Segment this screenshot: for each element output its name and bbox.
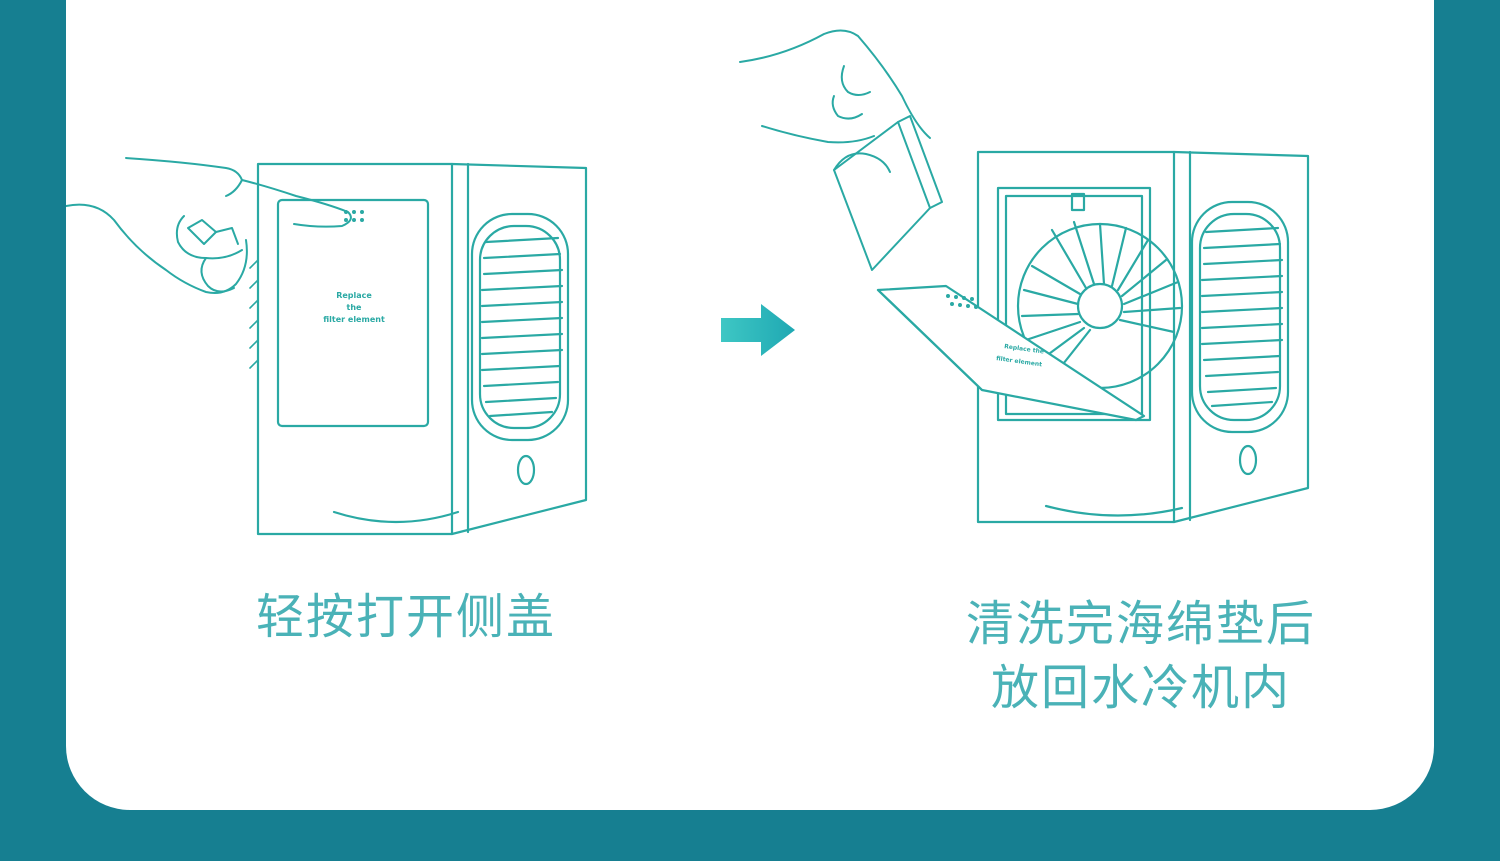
hand-holding-sponge-icon [739, 29, 943, 271]
panel-label-2: the [347, 303, 363, 312]
power-button-icon [516, 454, 536, 486]
step-1-caption: 轻按打开侧盖 [206, 585, 606, 649]
vent-louvres [1200, 226, 1284, 408]
panel-label-1: Replace [336, 291, 372, 300]
step-1-illustration: Replace the filter element [66, 140, 606, 540]
instruction-card: Replace the filter element [66, 0, 1434, 810]
cooler-base [332, 510, 460, 524]
caption-line: 轻按打开侧盖 [255, 589, 556, 645]
step-2-illustration: Replace the filter element [734, 26, 1334, 526]
cooler-base [1044, 504, 1184, 517]
power-button-icon [1238, 444, 1258, 476]
panel-label-3: filter element [323, 315, 385, 324]
cooler-side-face [450, 162, 588, 536]
air-vent [1190, 200, 1290, 434]
side-cover [276, 198, 430, 428]
arrow-right-icon [721, 302, 797, 358]
vent-louvres [480, 236, 564, 418]
hand-pressing-icon [66, 157, 352, 294]
caption-line: 放回水冷机内 [990, 660, 1291, 716]
cooler-side-face [1172, 150, 1310, 524]
side-cover-open [876, 284, 1146, 422]
step-2-caption: 清洗完海绵垫后 放回水冷机内 [936, 592, 1346, 720]
caption-line: 清洗完海绵垫后 [965, 596, 1316, 652]
sponge-filter [833, 121, 931, 271]
cooler-front-panel [256, 162, 454, 536]
fan-icon [1016, 220, 1184, 390]
dots-icon [946, 294, 978, 309]
air-vent [470, 212, 570, 442]
open-cavity [996, 186, 1152, 422]
